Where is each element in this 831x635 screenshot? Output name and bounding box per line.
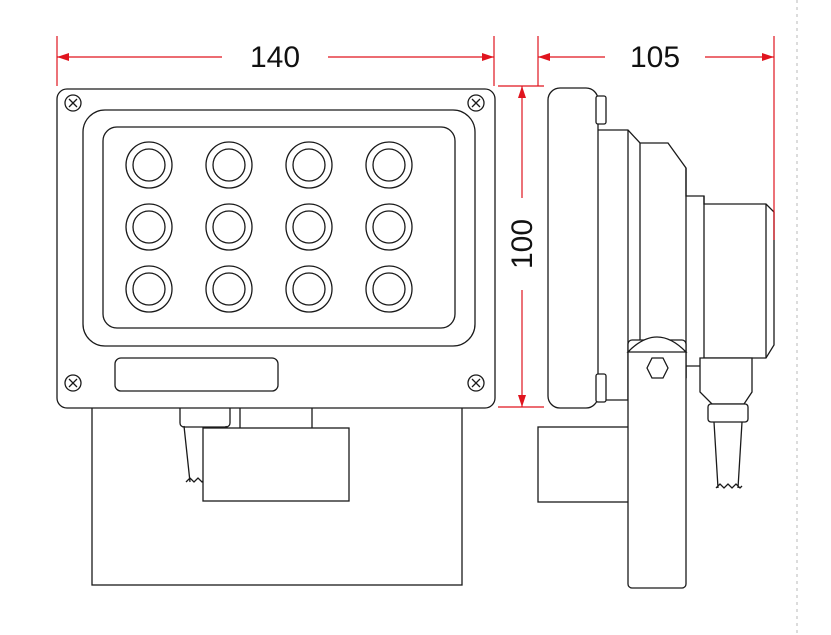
led-reflector xyxy=(125,141,173,189)
led-lens xyxy=(212,210,246,244)
front-lens-panel xyxy=(102,126,456,329)
side-bracket-top xyxy=(626,336,688,353)
led-lens xyxy=(212,272,246,306)
led-lens xyxy=(292,210,326,244)
side-cable xyxy=(713,421,743,489)
width-dimension-label: 140 xyxy=(250,41,300,74)
side-cable-gland xyxy=(699,357,753,405)
screw-icon xyxy=(467,374,485,392)
corner-screws xyxy=(64,94,485,392)
side-bezel-clip-bottom xyxy=(595,373,607,403)
front-bezel xyxy=(82,109,476,347)
led-reflector xyxy=(365,141,413,189)
led-lens xyxy=(132,148,166,182)
screw-cross-icon xyxy=(471,98,481,108)
screw-icon xyxy=(64,94,82,112)
screw-cross-icon xyxy=(471,378,481,388)
led-reflector xyxy=(205,203,253,251)
dimension-annotations: 140 105 100 xyxy=(56,36,775,408)
depth-arrow-right xyxy=(762,53,774,61)
led-lens xyxy=(292,148,326,182)
screw-cross-icon xyxy=(68,378,78,388)
height-arrow-top xyxy=(518,86,526,98)
led-reflector xyxy=(285,203,333,251)
side-front-bezel xyxy=(547,87,599,409)
screw-icon xyxy=(467,94,485,112)
led-lens xyxy=(372,272,406,306)
led-lens xyxy=(132,210,166,244)
depth-arrow-left xyxy=(538,53,550,61)
front-view xyxy=(56,88,496,586)
height-arrow-bottom xyxy=(518,395,526,407)
led-lens xyxy=(132,272,166,306)
led-reflector xyxy=(285,141,333,189)
led-reflector xyxy=(205,265,253,313)
led-reflector xyxy=(365,203,413,251)
led-reflector xyxy=(285,265,333,313)
depth-dimension-label: 105 xyxy=(630,41,680,74)
side-junction-box xyxy=(537,426,645,503)
led-array xyxy=(125,141,413,313)
led-reflector xyxy=(125,265,173,313)
screw-icon xyxy=(64,374,82,392)
width-arrow-left xyxy=(57,53,69,61)
side-hex-bolt xyxy=(646,357,669,379)
led-lens xyxy=(372,210,406,244)
width-arrow-right xyxy=(482,53,494,61)
led-reflector xyxy=(365,265,413,313)
height-dimension-label: 100 xyxy=(506,219,539,269)
led-reflector xyxy=(205,141,253,189)
front-junction-box xyxy=(202,427,350,502)
led-lens xyxy=(372,148,406,182)
led-reflector xyxy=(125,203,173,251)
front-label-plate xyxy=(114,357,279,392)
led-lens xyxy=(292,272,326,306)
side-cable-gland-nut xyxy=(707,403,749,423)
led-lens xyxy=(212,148,246,182)
side-view xyxy=(537,87,775,589)
screw-cross-icon xyxy=(68,98,78,108)
side-bezel-clip-top xyxy=(595,95,607,125)
